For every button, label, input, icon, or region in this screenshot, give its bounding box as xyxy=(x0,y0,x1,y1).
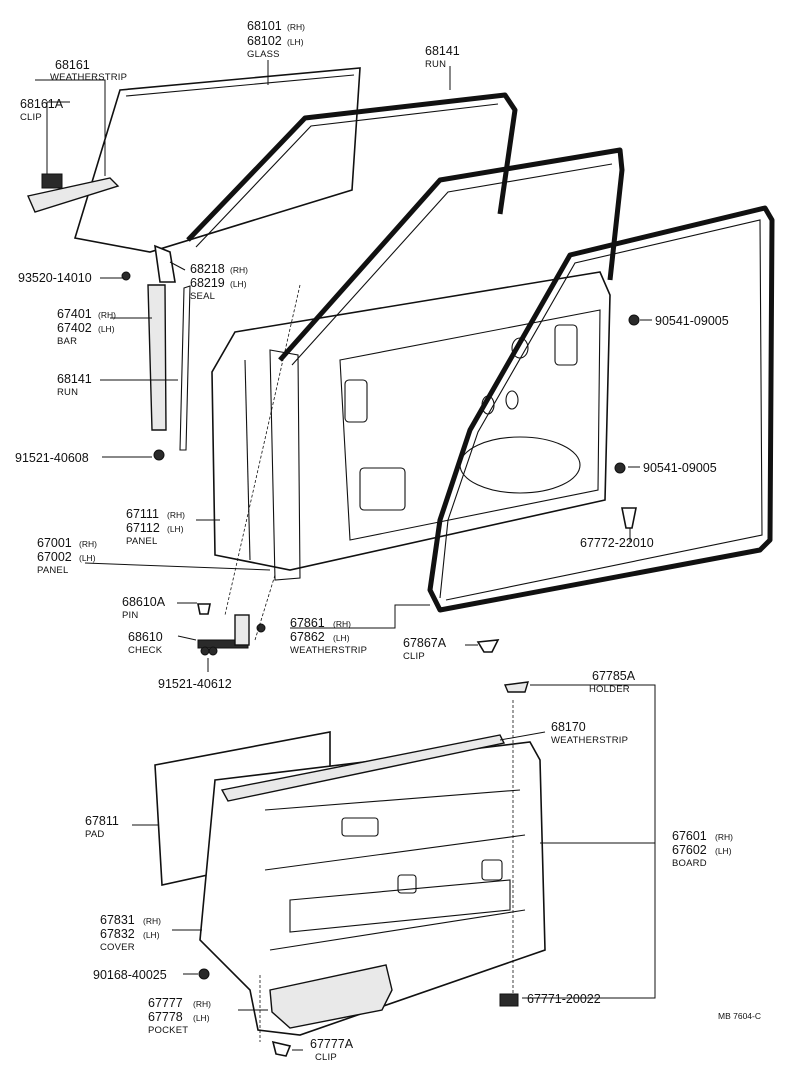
label-68102-number: 68102 xyxy=(247,34,282,48)
label-68170-number: 68170 xyxy=(551,720,586,734)
label-93520-number: 93520-14010 xyxy=(18,271,92,285)
label-67778-number: 67778 xyxy=(148,1010,183,1024)
label-68141-run-side-number: 68141 xyxy=(57,372,92,386)
label-67002-number: 67002 xyxy=(37,550,72,564)
label-90541-lower: 90541-09005 xyxy=(643,461,717,475)
label-67401-side: (RH) xyxy=(98,310,116,320)
label-67112-desc: PANEL xyxy=(126,536,157,547)
label-67862-side: (LH) xyxy=(333,633,350,643)
label-68101-number: 68101 xyxy=(247,19,282,33)
label-68610a-number: 68610A xyxy=(122,595,166,609)
label-68170-desc: WEATHERSTRIP xyxy=(551,735,628,746)
label-67861-number: 67861 xyxy=(290,616,325,630)
label-67602-side: (LH) xyxy=(715,846,732,856)
label-67602-desc: BOARD xyxy=(672,858,707,869)
label-67771-20022: 67771-20022 xyxy=(527,992,601,1006)
label-68161a-desc: CLIP xyxy=(20,112,42,123)
label-67001-side: (RH) xyxy=(79,539,97,549)
label-67785a-number: 67785A xyxy=(592,669,636,683)
label-67001-number: 67001 xyxy=(37,536,72,550)
label-67777-side: (RH) xyxy=(193,999,211,1009)
label-67831-side: (RH) xyxy=(143,916,161,926)
label-90168-40025: 90168-40025 xyxy=(93,968,167,982)
label-67861-side: (RH) xyxy=(333,619,351,629)
part-labels: 68101 (RH) 68102 (LH) GLASS 68141 RUN 68… xyxy=(15,19,761,1063)
label-67402-side: (LH) xyxy=(98,324,115,334)
label-67777a-number: 67777A xyxy=(310,1037,354,1051)
label-67602-number: 67602 xyxy=(672,843,707,857)
inner-belt-weatherstrip xyxy=(220,734,506,802)
label-67402-desc: BAR xyxy=(57,336,77,347)
label-68141-run-top-number: 68141 xyxy=(425,44,460,58)
label-67601-side: (RH) xyxy=(715,832,733,842)
label-68218-side: (RH) xyxy=(230,265,248,275)
label-67402-number: 67402 xyxy=(57,321,92,335)
label-67867a-number: 67867A xyxy=(403,636,447,650)
label-67777a-desc: CLIP xyxy=(315,1052,337,1063)
label-67112-number: 67112 xyxy=(126,521,160,535)
label-67111-side: (RH) xyxy=(167,510,185,520)
label-67778-side: (LH) xyxy=(193,1013,210,1023)
door-panel-outer xyxy=(211,147,625,581)
division-bar xyxy=(121,244,191,461)
label-67811-desc: PAD xyxy=(85,829,104,840)
label-68141-run-side-desc: RUN xyxy=(57,387,78,398)
label-67112-side: (LH) xyxy=(167,524,184,534)
label-90541-upper: 90541-09005 xyxy=(655,314,729,328)
label-68219-desc: SEAL xyxy=(190,291,215,302)
label-67862-number: 67862 xyxy=(290,630,325,644)
label-68219-number: 68219 xyxy=(190,276,225,290)
label-67777-number: 67777 xyxy=(148,996,183,1010)
label-67832-side: (LH) xyxy=(143,930,160,940)
label-68610-desc: CHECK xyxy=(128,645,163,656)
label-67832-number: 67832 xyxy=(100,927,135,941)
label-67811-number: 67811 xyxy=(85,814,119,828)
door-glass xyxy=(73,67,361,253)
label-67862-desc: WEATHERSTRIP xyxy=(290,645,367,656)
label-68102-side: (LH) xyxy=(287,37,304,47)
trim-clips xyxy=(198,681,529,1057)
label-68161a-number: 68161A xyxy=(20,97,64,111)
label-67778-desc: POCKET xyxy=(148,1025,188,1036)
small-fasteners xyxy=(476,314,640,653)
label-68610-number: 68610 xyxy=(128,630,163,644)
glass-run-channel xyxy=(186,92,518,248)
label-91521-40608: 91521-40608 xyxy=(15,451,89,465)
label-68218-number: 68218 xyxy=(190,262,225,276)
label-68610a-desc: PIN xyxy=(122,610,138,621)
label-67111-number: 67111 xyxy=(126,507,159,521)
label-67601-number: 67601 xyxy=(672,829,707,843)
label-91521-40612: 91521-40612 xyxy=(158,677,232,691)
label-67831-number: 67831 xyxy=(100,913,135,927)
door-trim-board xyxy=(199,741,546,1036)
door-check-assembly xyxy=(197,603,266,656)
belt-weatherstrip-outer xyxy=(27,173,120,213)
footer-code: MB 7604-C xyxy=(718,1011,761,1021)
door-opening-weatherstrip xyxy=(427,205,775,613)
label-68219-side: (LH) xyxy=(230,279,247,289)
label-68102-desc: GLASS xyxy=(247,49,280,60)
label-67832-desc: COVER xyxy=(100,942,135,953)
label-67401-number: 67401 xyxy=(57,307,92,321)
label-68161-desc: WEATHERSTRIP xyxy=(50,72,127,83)
leader-lines xyxy=(35,60,656,1051)
label-68161-number: 68161 xyxy=(55,58,90,72)
label-68141-run-top-desc: RUN xyxy=(425,59,446,70)
label-67785a-desc: HOLDER xyxy=(589,684,630,695)
label-67002-desc: PANEL xyxy=(37,565,68,576)
label-67002-side: (LH) xyxy=(79,553,96,563)
label-67772-22010: 67772-22010 xyxy=(580,536,654,550)
label-67867a-desc: CLIP xyxy=(403,651,425,662)
label-68101-side: (RH) xyxy=(287,22,305,32)
